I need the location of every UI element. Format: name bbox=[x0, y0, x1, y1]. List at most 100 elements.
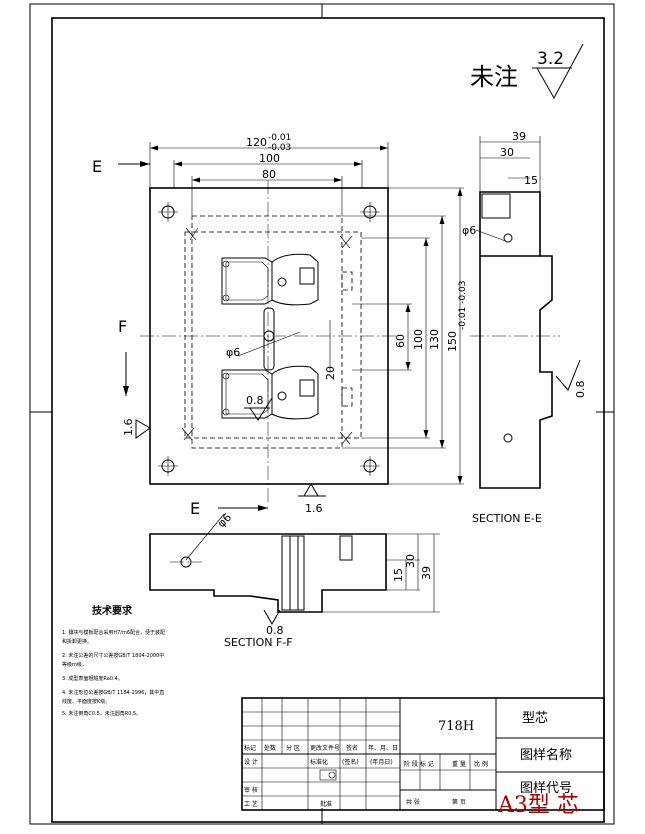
ff-title: SECTION F-F bbox=[224, 636, 293, 649]
dim-150-tol: -0.01 -0.03 bbox=[458, 281, 468, 330]
outer-border bbox=[29, 3, 615, 825]
section-label-e-top: E bbox=[92, 157, 102, 176]
finish-roughness: 3.2 bbox=[537, 49, 564, 69]
tech-line-5: 3. 成型表面粗糙度Ra0.4。 bbox=[62, 675, 123, 682]
roughness-symbol bbox=[532, 43, 584, 100]
tb-mark: 标记 bbox=[244, 744, 256, 752]
tb-approve: 批准 bbox=[320, 800, 332, 808]
ee-dim-30: 30 bbox=[500, 146, 514, 159]
arrowhead-f bbox=[123, 386, 129, 396]
tech-line-7: 线度、平面度按K级。 bbox=[62, 698, 110, 705]
ff-dia6-leader bbox=[185, 513, 225, 561]
plan-r08: 0.8 bbox=[246, 394, 264, 407]
ee-hole-lower bbox=[503, 433, 513, 443]
tb-sheet: 第 页 bbox=[452, 798, 466, 806]
dim-120-tol-upper: -0.01 bbox=[268, 133, 291, 143]
ee-body bbox=[479, 191, 553, 489]
hidden-pin-upper bbox=[341, 271, 353, 291]
tb-date2: (年月日) bbox=[370, 758, 393, 766]
drawing-code: 图样代号 bbox=[520, 781, 572, 796]
part-name: 型芯 bbox=[522, 711, 548, 726]
pocket-corner-marks bbox=[181, 227, 353, 445]
dim-150: 150 bbox=[446, 331, 459, 352]
inner-frame bbox=[51, 17, 605, 823]
plan-dia6: φ6 bbox=[226, 346, 240, 359]
dim-130: 130 bbox=[428, 329, 441, 350]
tb-zone: 分 区 bbox=[286, 744, 300, 752]
section-ee-view: 39 30 15 φ6 0.8 SECTION E-E bbox=[462, 130, 587, 525]
tb-sign2: (签名) bbox=[342, 758, 359, 766]
tb-projection-box bbox=[319, 769, 337, 781]
drawing-name: 图样名称 bbox=[520, 747, 572, 763]
ff-dim-39: 39 bbox=[420, 566, 433, 580]
tb-process: 工 艺 bbox=[244, 800, 258, 808]
plan-r16-bottom: 1.6 bbox=[305, 502, 323, 515]
dim-20: 20 bbox=[324, 366, 337, 380]
tech-line-4: 等级m级。 bbox=[62, 661, 87, 668]
section-ff-view: φ6 15 30 39 0.8 SECTION F-F bbox=[149, 511, 440, 649]
tech-heading: 技术要求 bbox=[92, 604, 133, 617]
ff-body bbox=[149, 533, 387, 613]
section-label-e-bottom: E bbox=[190, 499, 200, 518]
tech-line-3: 2. 未注公差的尺寸公差按GB/T 1804-2000中 bbox=[62, 652, 164, 659]
tb-weight: 重 量 bbox=[452, 760, 466, 768]
right-dimensions bbox=[329, 187, 464, 485]
ff-dim-30: 30 bbox=[404, 554, 417, 568]
tb-count: 处数 bbox=[264, 744, 276, 752]
tech-line-6: 4. 未注形位公差按GB/T 1184-1996，其中直 bbox=[62, 689, 164, 696]
tb-date: 年、月、日 bbox=[368, 744, 398, 752]
dim-120: 120 bbox=[246, 136, 267, 149]
tb-review: 审 核 bbox=[244, 786, 258, 794]
ff-pin-pocket bbox=[339, 535, 353, 561]
tb-projection-symbol bbox=[328, 771, 336, 779]
dim-100-v: 100 bbox=[412, 329, 425, 350]
ee-title: SECTION E-E bbox=[472, 512, 542, 525]
tb-stage-mark: 阶 段 标 记 bbox=[404, 760, 434, 768]
hidden-pin-lower bbox=[341, 387, 353, 407]
ee-r08: 0.8 bbox=[574, 381, 587, 399]
runner-slot bbox=[263, 307, 275, 371]
tb-scale: 比 例 bbox=[474, 760, 488, 768]
cavity-upper bbox=[221, 253, 319, 306]
plan-r16-bottom-symbol bbox=[298, 483, 326, 497]
ff-runner bbox=[281, 535, 305, 611]
tb-design: 设 计 bbox=[244, 758, 258, 766]
ee-r08-symbol bbox=[555, 359, 581, 391]
ee-dia6-leader bbox=[475, 229, 509, 243]
phi6-leader bbox=[237, 331, 301, 357]
top-dimensions bbox=[149, 142, 389, 216]
plan-r16-left-symbol bbox=[135, 419, 151, 439]
arrowhead-e-bottom bbox=[258, 505, 268, 511]
plan-r16-left: 1.6 bbox=[122, 419, 135, 437]
ff-dia6: φ6 bbox=[215, 511, 234, 530]
finish-note-label: 未注 bbox=[470, 63, 518, 91]
pocket-hidden-inner bbox=[191, 215, 343, 449]
title-block: 718H 型芯 图样名称 图样代号 标记 处数 分 区 更改文件号 签名 年、月… bbox=[241, 697, 605, 811]
ff-r08-symbol bbox=[263, 609, 281, 626]
watermark: A3型 芯 bbox=[497, 793, 579, 818]
tech-line-8: 5. 未注倒角C0.5，未注圆角R0.5。 bbox=[62, 710, 141, 717]
tb-change-doc: 更改文件号 bbox=[310, 744, 340, 752]
material: 718H bbox=[438, 719, 474, 734]
ee-dim-15: 15 bbox=[524, 174, 538, 187]
plan-r08-symbol bbox=[244, 397, 273, 421]
ff-r08: 0.8 bbox=[266, 624, 284, 637]
corner-holes bbox=[158, 202, 380, 476]
tech-line-2: 和拆卸更换。 bbox=[62, 638, 92, 645]
tb-sign: 签名 bbox=[346, 744, 358, 752]
ee-dia6: φ6 bbox=[462, 224, 476, 237]
plan-view: 120 -0.01 -0.03 100 80 60 100 130 bbox=[92, 133, 468, 518]
pocket-hidden bbox=[184, 231, 362, 439]
tech-line-1: 1. 镶块与模板配合采用H7/m6配合，便于装配 bbox=[62, 629, 165, 636]
section-label-f: F bbox=[118, 317, 127, 336]
ee-pocket bbox=[481, 193, 511, 219]
dim-80: 80 bbox=[262, 168, 276, 181]
dim-120-tol-lower: -0.03 bbox=[268, 143, 291, 153]
tech-requirements: 技术要求 1. 镶块与模板配合采用H7/m6配合，便于装配 和拆卸更换。 2. … bbox=[62, 604, 165, 717]
ff-dim-15: 15 bbox=[392, 568, 405, 582]
tb-total: 共 张 bbox=[406, 798, 420, 806]
cavity-lower bbox=[221, 365, 319, 420]
dim-60: 60 bbox=[394, 334, 407, 348]
